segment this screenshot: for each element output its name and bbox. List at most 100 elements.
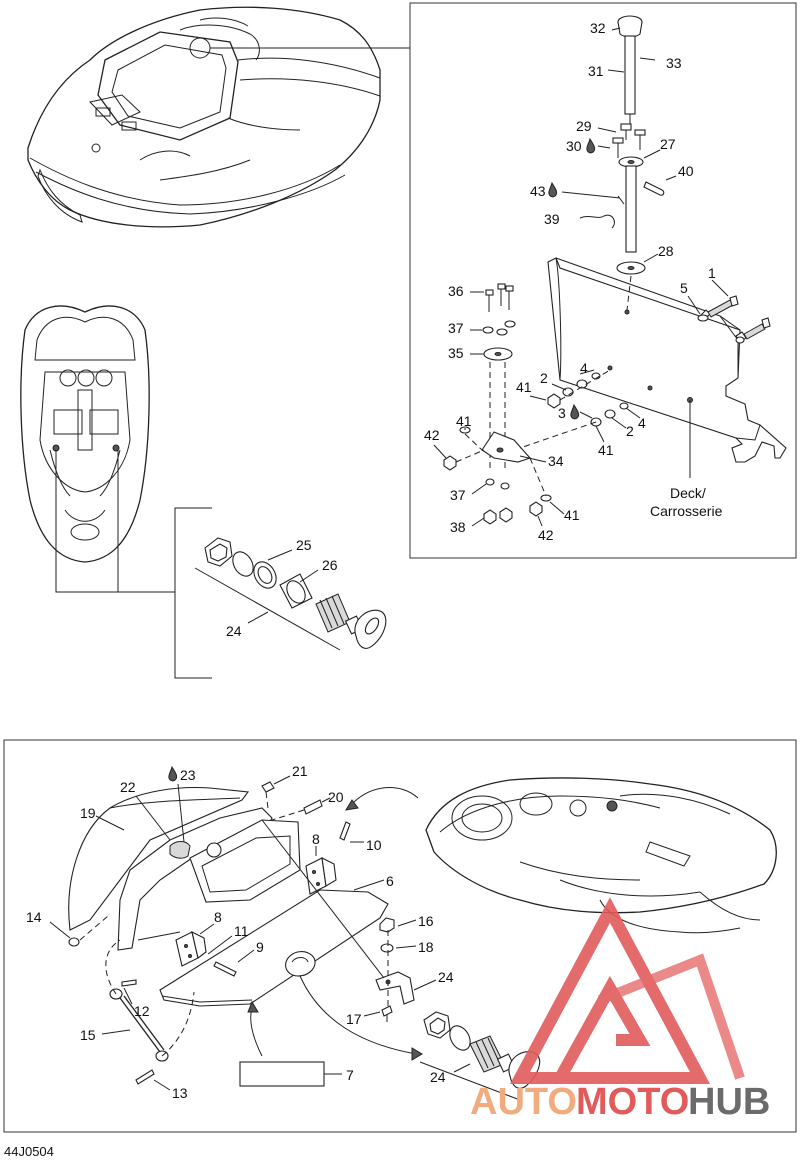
callout-22: 22 bbox=[120, 779, 136, 795]
callout-24: 24 bbox=[226, 623, 242, 639]
callout-41d: 41 bbox=[564, 507, 580, 523]
watermark-text-moto: MOTO bbox=[576, 1081, 689, 1123]
drawing-code: 44J0504 bbox=[4, 1144, 54, 1159]
leader-line bbox=[537, 515, 543, 527]
callout-28: 28 bbox=[658, 243, 674, 259]
sealant-drop-icon bbox=[168, 765, 178, 782]
decal-box-7 bbox=[239, 1061, 325, 1087]
callout-31: 31 bbox=[588, 63, 604, 79]
leader-line bbox=[595, 425, 605, 443]
axis-line bbox=[271, 809, 305, 821]
axis-line bbox=[79, 915, 109, 941]
gasket-round bbox=[285, 951, 316, 977]
leader-line bbox=[397, 919, 417, 927]
leader-line bbox=[471, 483, 487, 495]
callout-10: 10 bbox=[366, 837, 382, 853]
washer-14 bbox=[68, 937, 80, 947]
detail-frame-bottom bbox=[3, 739, 797, 1133]
leader-line bbox=[49, 921, 71, 939]
leader-line bbox=[643, 149, 661, 159]
callout-4: 4 bbox=[580, 360, 588, 376]
screw-21 bbox=[261, 781, 275, 793]
callout-26: 26 bbox=[322, 557, 338, 573]
callout-9: 9 bbox=[256, 939, 264, 955]
detail-frame-top bbox=[409, 2, 797, 559]
leader-line bbox=[579, 369, 595, 375]
fitting-assembly-24 bbox=[194, 537, 387, 651]
callout-25: 25 bbox=[296, 537, 312, 553]
dashboard-housing bbox=[117, 807, 301, 951]
callout-24b: 24 bbox=[438, 969, 454, 985]
callout-37: 37 bbox=[448, 320, 464, 336]
watercraft-front-illustration bbox=[27, 6, 381, 228]
bracket-24-assembly bbox=[375, 917, 415, 1022]
leader-line bbox=[267, 549, 293, 561]
deck-panel bbox=[547, 257, 787, 478]
hinge-8-lower bbox=[175, 930, 207, 967]
leader-line bbox=[199, 923, 215, 935]
callout-3: 3 bbox=[558, 405, 566, 421]
callout-6: 6 bbox=[386, 873, 394, 889]
watermark-logo bbox=[509, 897, 745, 1084]
callout-41b: 41 bbox=[598, 442, 614, 458]
washer-set-deck bbox=[519, 369, 629, 449]
callout-19: 19 bbox=[80, 805, 96, 821]
leader-line bbox=[101, 1029, 131, 1035]
leader-line bbox=[321, 797, 331, 803]
cover-19 bbox=[68, 787, 250, 931]
leader-line bbox=[247, 611, 269, 624]
arrow-curve bbox=[250, 1007, 263, 1057]
leader-line bbox=[711, 279, 729, 297]
callout-18: 18 bbox=[418, 939, 434, 955]
leader-line bbox=[177, 783, 185, 843]
screw-9 bbox=[213, 961, 237, 977]
callout-37b: 37 bbox=[450, 487, 466, 503]
leader-line bbox=[273, 775, 291, 785]
callout-33: 33 bbox=[666, 55, 682, 71]
callout-21: 21 bbox=[292, 763, 308, 779]
callout-23: 23 bbox=[180, 767, 196, 783]
leader-line bbox=[453, 1063, 471, 1073]
callout-24c: 24 bbox=[430, 1069, 446, 1085]
callout-1: 1 bbox=[708, 265, 716, 281]
storage-lid-6 bbox=[159, 889, 389, 1007]
callout-42b: 42 bbox=[538, 527, 554, 543]
watercraft-top-view-illustration bbox=[20, 305, 150, 563]
watermark-text-auto: AUTO bbox=[470, 1081, 577, 1123]
deck-label-line1: Deck/ bbox=[670, 485, 706, 501]
plate-27-assembly bbox=[612, 123, 646, 253]
leader-line bbox=[433, 444, 447, 459]
callout-8b: 8 bbox=[214, 909, 222, 925]
gasket-inner bbox=[291, 957, 309, 963]
leader-line bbox=[261, 819, 385, 979]
arrowhead-icon bbox=[345, 799, 359, 811]
leader-line bbox=[551, 383, 567, 391]
arrowhead-icon bbox=[247, 1000, 259, 1013]
callout-5: 5 bbox=[680, 280, 688, 296]
leader-line bbox=[237, 949, 255, 963]
deck-hole bbox=[624, 309, 630, 315]
deck-label-line2: Carrosserie bbox=[650, 503, 723, 519]
leader-line bbox=[665, 175, 677, 181]
leader-line bbox=[611, 417, 627, 429]
leader-line bbox=[353, 879, 385, 891]
leader-line bbox=[471, 517, 485, 527]
leader-line bbox=[549, 501, 565, 515]
sealant-drop-icon bbox=[586, 137, 596, 154]
callout-40: 40 bbox=[678, 163, 694, 179]
screw-20 bbox=[303, 799, 323, 815]
screw-1-assembly bbox=[697, 295, 771, 344]
arrow-curve bbox=[349, 787, 419, 807]
leader-line bbox=[135, 795, 171, 841]
callout-42: 42 bbox=[424, 427, 440, 443]
leader-line bbox=[529, 395, 547, 401]
callout-35: 35 bbox=[448, 345, 464, 361]
leader-line bbox=[123, 987, 133, 1005]
callout-38: 38 bbox=[450, 519, 466, 535]
callout-15: 15 bbox=[80, 1027, 96, 1043]
handle-shaft-assembly bbox=[611, 15, 656, 126]
callout-29: 29 bbox=[576, 118, 592, 134]
axis-line bbox=[626, 275, 632, 311]
callout-11: 11 bbox=[234, 923, 249, 939]
